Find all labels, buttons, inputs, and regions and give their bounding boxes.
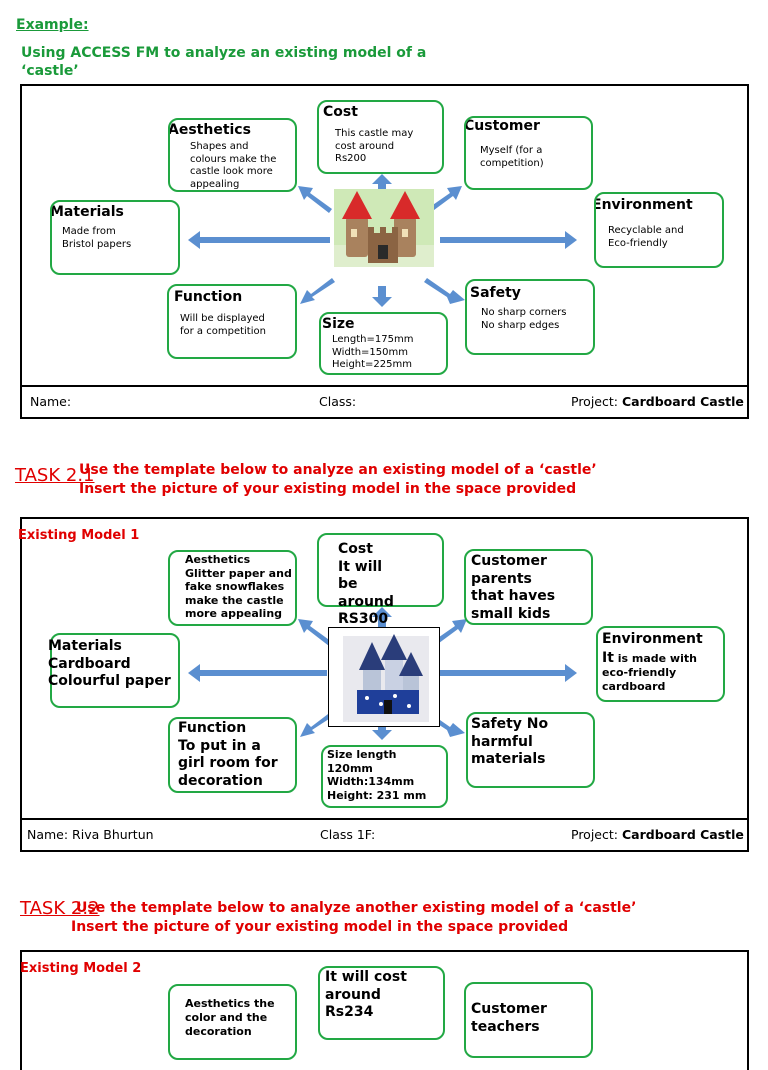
arrow-down-left bbox=[300, 278, 335, 304]
task22-cost-text: It will cost around Rs234 bbox=[325, 969, 407, 1020]
task22-line2: Insert the picture of your existing mode… bbox=[71, 919, 569, 935]
arrow-down-right bbox=[424, 278, 465, 304]
task21-cost-box: Cost It will be around RS300 bbox=[317, 533, 444, 627]
task21-materials-box: Materials Cardboard Colourful paper bbox=[48, 633, 180, 708]
arrow-up bbox=[372, 174, 392, 194]
task21-safety-box: Safety No harmful materials bbox=[466, 712, 595, 788]
task22-label: TASK 2.2 bbox=[20, 898, 100, 919]
task21-cost-text: Cost It will be around RS300 bbox=[338, 541, 394, 627]
task22-customer-box: Customer teachers bbox=[464, 982, 593, 1058]
function-body: Will be displayed for a competition bbox=[180, 313, 266, 337]
class-field: Class: bbox=[319, 394, 357, 409]
aesthetics-body: Shapes and colours make the castle look … bbox=[190, 141, 277, 190]
environment-title: Environment bbox=[594, 197, 693, 213]
customer-title: Customer bbox=[464, 118, 540, 134]
task21-project-field: Project: Cardboard Castle bbox=[571, 827, 744, 842]
task21-function-box: Function To put in a girl room for decor… bbox=[168, 717, 297, 793]
task21-environment-lead: It bbox=[602, 650, 614, 666]
example-function-box: Function Will be displayed for a competi… bbox=[167, 284, 297, 359]
task21-environment-rest: is made with eco-friendly cardboard bbox=[602, 652, 697, 693]
task21-environment-box: Environment It is made with eco-friendly… bbox=[596, 626, 725, 702]
task21-class-field: Class 1F: bbox=[320, 827, 376, 842]
example-subtitle: Using ACCESS FM to analyze an existing m… bbox=[21, 45, 427, 79]
task21-project-label: Project: bbox=[571, 827, 618, 842]
arrow-up bbox=[372, 607, 392, 627]
arrow-up-left bbox=[298, 619, 332, 646]
task22-aesthetics-box: Aesthetics the color and the decoration bbox=[168, 984, 297, 1060]
task22-template: Existing Model 2 It will cost around Rs2… bbox=[20, 950, 749, 1070]
customer-body: Myself (for a competition) bbox=[480, 145, 544, 169]
size-body: Length=175mm Width=150mm Height=225mm bbox=[332, 334, 414, 370]
task21-environment-body: It is made with eco-friendly cardboard bbox=[602, 651, 697, 694]
task21-arrows bbox=[188, 607, 577, 740]
example-materials-box: Materials Made from Bristol papers bbox=[50, 200, 180, 275]
project-label: Project: bbox=[571, 394, 618, 409]
task21-line1: Use the template below to analyze an exi… bbox=[79, 462, 597, 478]
project-field: Project: Cardboard Castle bbox=[571, 394, 744, 409]
name-field: Name: bbox=[30, 394, 72, 409]
task22-model-label: Existing Model 2 bbox=[20, 961, 142, 976]
example-footer: Name: Class: Project: Cardboard Castle bbox=[22, 385, 747, 417]
task21-line2: Insert the picture of your existing mode… bbox=[79, 481, 577, 497]
environment-body: Recyclable and Eco-friendly bbox=[608, 225, 684, 249]
cost-body: This castle may cost around Rs200 bbox=[335, 128, 414, 164]
task22-line1: Use the template below to analyze anothe… bbox=[76, 900, 637, 916]
task21-label: TASK 2.1 bbox=[15, 465, 95, 486]
task21-aesthetics-text: Aesthetics Glitter paper and fake snowfl… bbox=[185, 553, 292, 620]
task21-model-label: Existing Model 1 bbox=[18, 528, 140, 543]
arrow-down bbox=[372, 286, 392, 307]
task21-function-text: Function To put in a girl room for decor… bbox=[178, 720, 278, 789]
arrow-right bbox=[440, 231, 577, 249]
arrow-up-left bbox=[298, 186, 332, 213]
example-size-box: Size Length=175mm Width=150mm Height=225… bbox=[319, 312, 448, 375]
task21-size-box: Size length 120mm Width:134mm Height: 23… bbox=[321, 745, 448, 808]
example-environment-box: Environment Recyclable and Eco-friendly bbox=[594, 192, 724, 268]
task22-aesthetics-text: Aesthetics the color and the decoration bbox=[185, 997, 275, 1038]
task21-name-field: Name: Riva Bhurtun bbox=[27, 827, 154, 842]
materials-body: Made from Bristol papers bbox=[62, 226, 132, 250]
arrow-right bbox=[440, 664, 577, 682]
task21-materials-text: Materials Cardboard Colourful paper bbox=[48, 638, 171, 689]
task22-heading: TASK 2.2 Use the template below to analy… bbox=[20, 897, 760, 941]
project-value: Cardboard Castle bbox=[621, 394, 744, 409]
arrow-left bbox=[188, 664, 327, 682]
arrow-down-left bbox=[300, 711, 335, 737]
castle-photo-1 bbox=[334, 189, 434, 267]
arrow-left bbox=[188, 231, 330, 249]
safety-body: No sharp corners No sharp edges bbox=[481, 307, 567, 331]
task21-project-value: Cardboard Castle bbox=[621, 827, 744, 842]
task22-customer-text: Customer teachers bbox=[471, 1001, 547, 1035]
cost-title: Cost bbox=[323, 104, 358, 120]
size-title: Size bbox=[322, 316, 355, 332]
example-arrows bbox=[188, 174, 577, 307]
task21-template: Existing Model 1 Aestheti bbox=[18, 517, 749, 852]
task21-heading: TASK 2.1 Use the template below to analy… bbox=[15, 462, 755, 506]
task21-footer: Name: Riva Bhurtun Class 1F: Project: Ca… bbox=[22, 818, 747, 850]
materials-title: Materials bbox=[50, 204, 124, 220]
example-cost-box: Cost This castle may cost around Rs200 bbox=[317, 100, 444, 174]
task21-environment-title: Environment bbox=[602, 631, 703, 647]
safety-title: Safety bbox=[470, 285, 521, 301]
example-aesthetics-box: Aesthetics Shapes and colours make the c… bbox=[168, 118, 297, 192]
function-title: Function bbox=[174, 289, 243, 305]
arrow-up-right bbox=[427, 186, 462, 213]
example-safety-box: Safety No sharp corners No sharp edges bbox=[465, 279, 595, 355]
arrow-down bbox=[372, 719, 392, 740]
aesthetics-title: Aesthetics bbox=[168, 122, 251, 138]
example-customer-box: Customer Myself (for a competition) bbox=[464, 116, 593, 190]
castle-photo-2 bbox=[328, 627, 440, 727]
task21-safety-text: Safety No harmful materials bbox=[471, 716, 549, 767]
task22-cost-box: It will cost around Rs234 bbox=[318, 966, 445, 1040]
arrow-up-right bbox=[432, 619, 467, 646]
example-heading: Example: bbox=[16, 17, 89, 33]
example-template: Cost This castle may cost around Rs200 A… bbox=[20, 84, 749, 419]
task21-size-text: Size length 120mm Width:134mm Height: 23… bbox=[327, 748, 427, 802]
task21-customer-text: Customer parents that haves small kids bbox=[471, 553, 556, 622]
task21-customer-box: Customer parents that haves small kids bbox=[464, 549, 593, 625]
task21-aesthetics-box: Aesthetics Glitter paper and fake snowfl… bbox=[168, 550, 297, 626]
